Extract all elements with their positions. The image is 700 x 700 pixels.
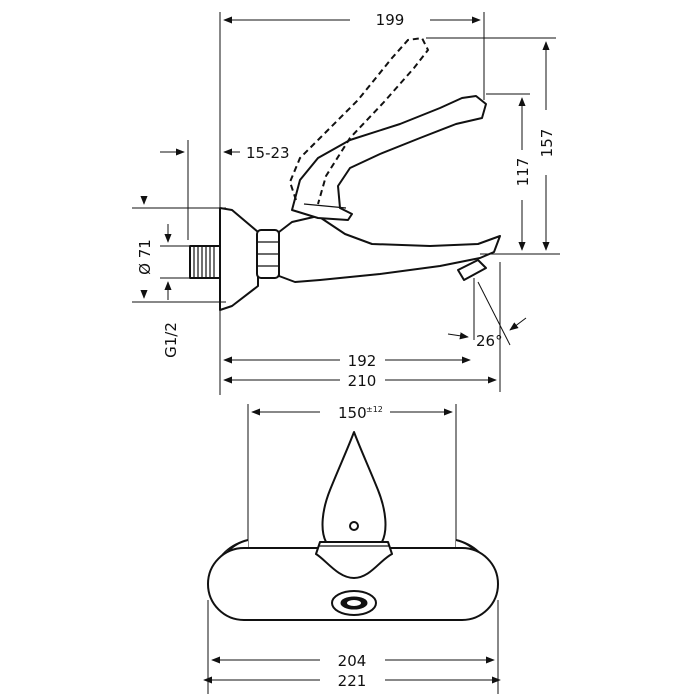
- dim-length-long: 210: [348, 372, 377, 390]
- lever-split-line: [303, 203, 347, 209]
- dim-length-short: 192: [348, 352, 377, 370]
- side-view: 199 157 117 15-23 Ø 71 G1/2: [132, 11, 560, 395]
- indicator-dot: [349, 521, 359, 531]
- dim-centers: 150: [338, 404, 367, 422]
- dim-height-spout: 117: [514, 158, 532, 187]
- dim-wall-offset: 15-23: [246, 144, 290, 162]
- dim-width-total: 221: [338, 672, 367, 690]
- lever-alternate-position: [288, 36, 430, 205]
- threaded-inlet: [189, 245, 221, 279]
- escutcheon: [219, 207, 259, 311]
- dim-diameter: Ø 71: [136, 239, 154, 275]
- aerator: [457, 259, 487, 281]
- dim-thread: G1/2: [162, 322, 180, 358]
- lever-handle: [291, 95, 487, 221]
- dim-angle: 26°: [476, 332, 503, 350]
- dim-centers-tolerance: ±12: [366, 405, 383, 414]
- spout-body: [278, 215, 501, 283]
- dim-width-inner: 204: [338, 652, 367, 670]
- union-nut: [256, 229, 280, 279]
- dim-width-top: 199: [376, 11, 405, 29]
- dim-height-total: 157: [538, 129, 556, 158]
- lever-base: [315, 541, 393, 579]
- front-view: 150 ±12 204 221: [203, 404, 501, 694]
